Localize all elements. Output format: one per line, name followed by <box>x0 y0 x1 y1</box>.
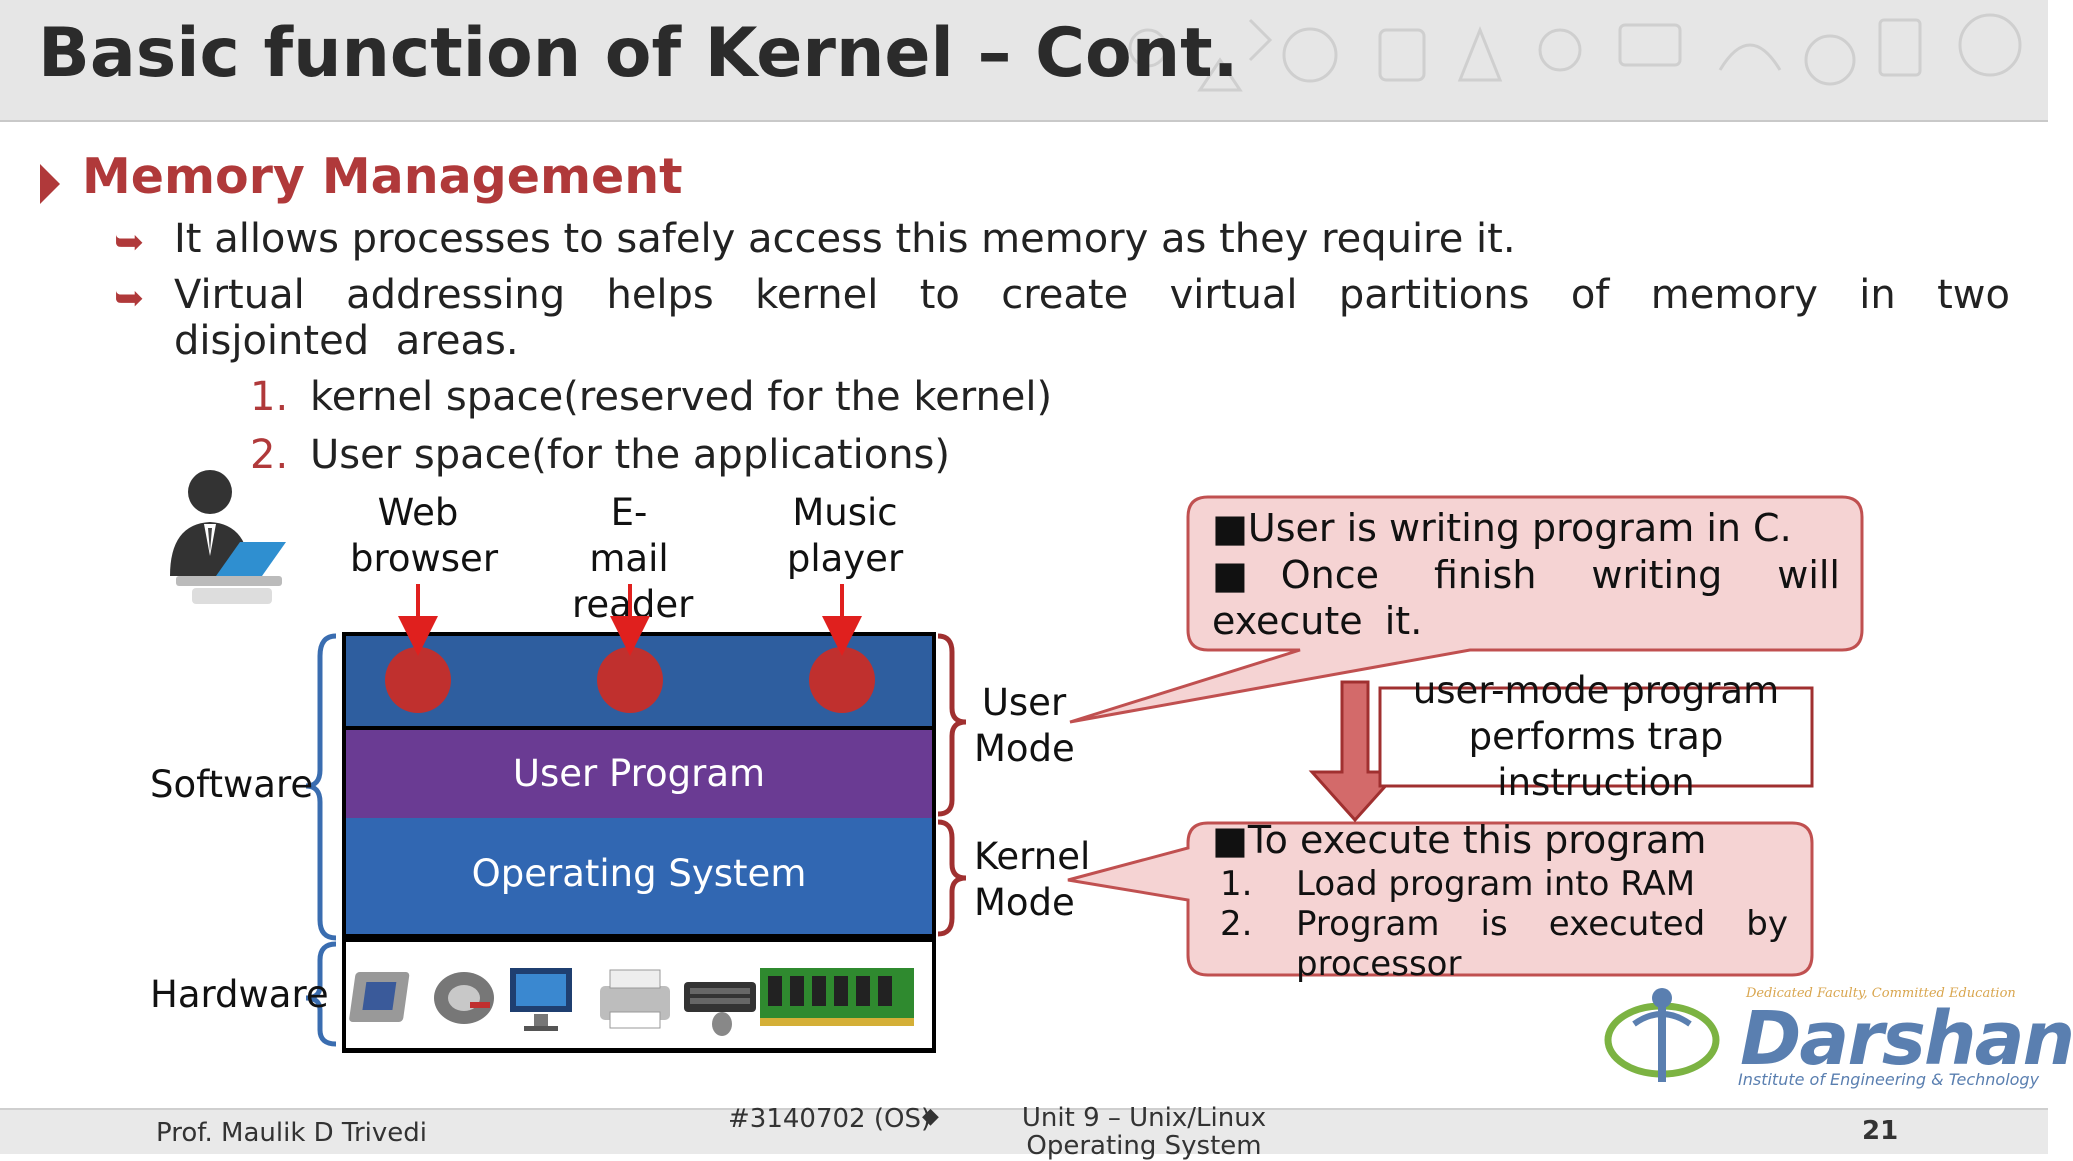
footer-course: #3140702 (OS) <box>728 1104 932 1134</box>
keyboard-icon <box>684 982 756 1036</box>
slide-footer: Prof. Maulik D Trivedi #3140702 (OS) ◆ U… <box>0 1104 2048 1160</box>
cpu-icon <box>349 972 410 1022</box>
step-text: Load program into RAM <box>1296 864 1696 904</box>
list-item-text: kernel space(reserved for the kernel) <box>310 374 1053 420</box>
monitor-icon <box>510 968 572 1031</box>
user-program-label: User Program <box>512 752 766 795</box>
bullet-text: Virtual addressing helps kernel to creat… <box>174 272 2010 364</box>
list-item-text: User space(for the applications) <box>310 432 950 478</box>
bottom-callout-heading: ■To execute this program <box>1212 818 1707 862</box>
hardware-label: Hardware <box>150 973 329 1016</box>
app-label-email-reader: E-mail reader <box>572 491 694 626</box>
printer-icon <box>600 969 670 1029</box>
user-mode-brace <box>937 633 967 817</box>
software-label: Software <box>150 763 314 806</box>
step-text: Program is executed by processor <box>1296 904 1788 984</box>
kernel-mode-brace <box>937 819 967 937</box>
kernel-mode-label: Kernel Mode <box>974 835 1091 924</box>
footer-separator: ◆ <box>922 1104 939 1129</box>
curved-arrow-icon: ➥ <box>114 222 145 263</box>
step-number: 2. <box>1220 904 1253 944</box>
section-arrow-icon <box>40 164 60 204</box>
list-number: 1. <box>250 374 289 420</box>
apps-layer <box>342 632 936 726</box>
logo-tagline: Dedicated Faculty, Committed Education <box>1746 986 2016 1001</box>
logo-name: Darshan <box>1740 996 2073 1082</box>
operating-system-label: Operating System <box>471 852 807 895</box>
top-callout-line: ■User is writing program in C. <box>1212 506 1792 550</box>
down-arrow-icon <box>1308 680 1402 823</box>
top-callout-line: ■Once finish writing will execute it. <box>1212 553 1840 643</box>
user-mode-label: User Mode <box>974 681 1075 770</box>
operating-system-layer: Operating System <box>342 818 936 938</box>
ram-icon <box>760 968 914 1026</box>
footer-page-number: 21 <box>1862 1116 1899 1146</box>
footer-author: Prof. Maulik D Trivedi <box>156 1118 428 1148</box>
trap-instruction-text: user-mode program performs trap instruct… <box>1412 669 1780 804</box>
hard-disk-icon <box>434 972 494 1024</box>
footer-unit: Unit 9 – Unix/Linux Operating System <box>1021 1103 1267 1161</box>
app-label-music-player: Music player <box>786 491 904 580</box>
slide-header: Basic function of Kernel – Cont. <box>0 0 2048 122</box>
logo-subtitle: Institute of Engineering & Technology <box>1738 1070 2040 1089</box>
user-program-layer: User Program <box>342 726 936 822</box>
app-label-web-browser: Web browser <box>350 491 499 580</box>
hardware-icons <box>349 968 914 1036</box>
bullet-text: It allows processes to safely access thi… <box>174 216 1516 262</box>
slide-title: Basic function of Kernel – Cont. <box>38 14 1239 93</box>
header-doodle-pattern <box>1128 13 2022 92</box>
step-number: 1. <box>1220 864 1253 904</box>
darshan-logo-emblem-icon <box>1604 988 1720 1082</box>
curved-arrow-icon: ➥ <box>114 278 145 319</box>
list-number: 2. <box>250 432 289 478</box>
section-title: Memory Management <box>82 148 683 205</box>
user-at-laptop-icon <box>170 470 286 604</box>
